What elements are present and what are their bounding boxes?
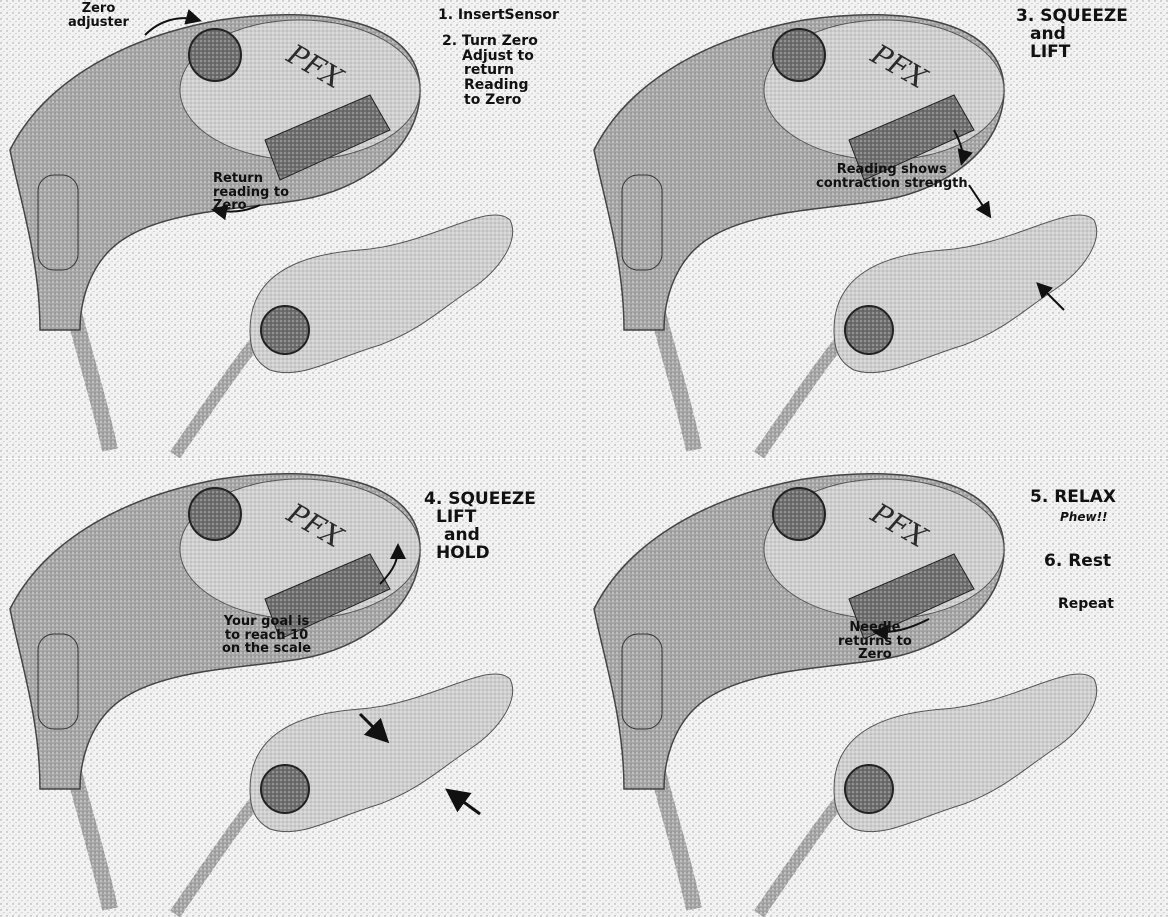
step-4-label: 4. SQUEEZE LIFT and HOLD — [424, 491, 536, 562]
device-illustration: PFX — [584, 459, 1168, 917]
step-2-label: 2. Turn Zero Adjust to return Reading to… — [442, 34, 538, 107]
repeat-label: Repeat — [1058, 597, 1114, 612]
step-5-label: 5. RELAX — [1030, 489, 1116, 507]
zero-adjuster-label: Zero adjuster — [68, 2, 129, 29]
return-reading-label: Return reading to Zero — [213, 172, 289, 213]
panel-step-4: PFX 4. SQUEEZE LIFT and HOLD Your goal i… — [0, 459, 584, 917]
panel-step-5-6: PFX 5. RELAX Phew!! 6. Rest Repeat Needl… — [584, 459, 1168, 917]
needle-returns-label: Needle returns to Zero — [838, 621, 912, 662]
step-3-label: 3. SQUEEZE and LIFT — [1016, 8, 1128, 62]
reading-shows-label: Reading shows contraction strength — [816, 163, 968, 190]
goal-label: Your goal is to reach 10 on the scale — [222, 615, 311, 656]
phew-label: Phew!! — [1060, 511, 1108, 524]
step-1-label: 1. InsertSensor — [438, 8, 559, 23]
panel-step-1-2: PFX Zero adjuster 1. InsertSensor 2. Tur… — [0, 0, 584, 458]
panel-step-3: PFX 3. SQUEEZE and LIFT Reading shows co… — [584, 0, 1168, 458]
device-illustration: PFX — [584, 0, 1168, 458]
step-6-label: 6. Rest — [1044, 553, 1111, 571]
